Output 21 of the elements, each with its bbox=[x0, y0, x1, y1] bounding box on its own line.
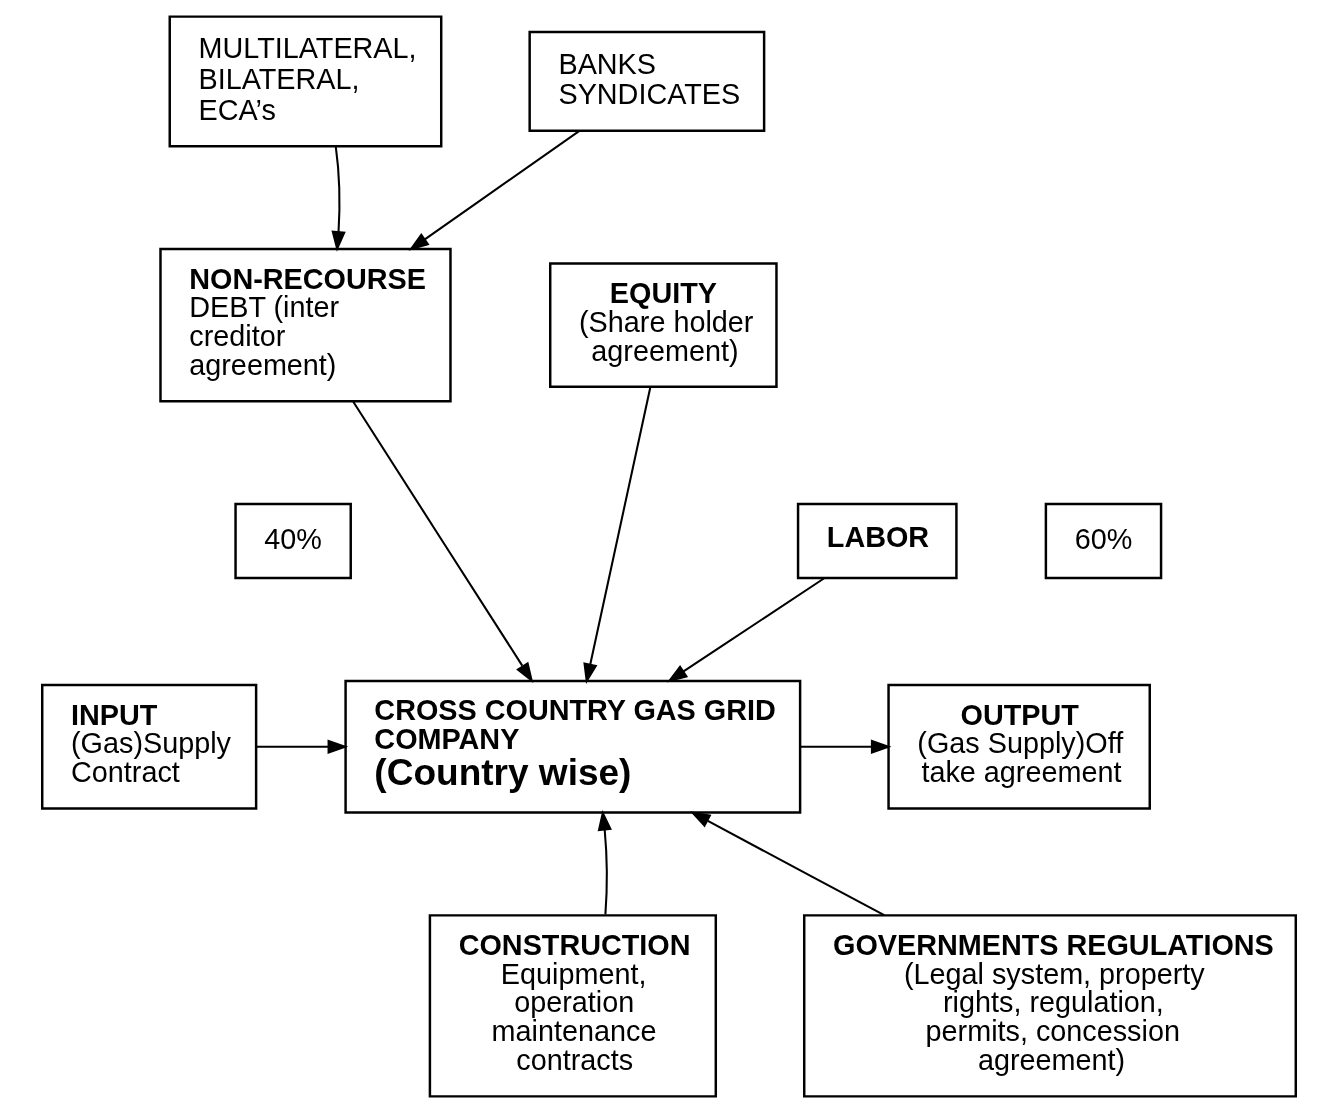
arrow bbox=[330, 146, 346, 252]
node-box: OUTPUT (Gas Supply)Off take agreement bbox=[886, 683, 1151, 810]
node-box: NON-RECOURSE DEBT (inter creditor agreement) bbox=[158, 247, 452, 403]
arrow bbox=[351, 401, 533, 683]
node-box: CROSS COUNTRY GAS GRID COMPANY (Country wise) bbox=[343, 679, 801, 814]
node-box: EQUITY (Share holder agreement) bbox=[548, 262, 778, 389]
node-box: CONSTRUCTION Equipment, operation maintenance contracts bbox=[428, 914, 717, 1098]
node-box: MULTILATERAL, BILATERAL, ECA’s bbox=[168, 15, 442, 148]
node-box: BANKS SYNDICATES bbox=[527, 30, 765, 132]
arrow bbox=[408, 129, 580, 251]
node-box: LABOR bbox=[796, 502, 958, 580]
node-box: GOVERNMENTS REGULATIONS (Legal system, property rights, regulation, permits, concession agreement) bbox=[802, 914, 1297, 1098]
arrow bbox=[256, 739, 348, 754]
node-box: INPUT (Gas)Supply Contract bbox=[40, 683, 257, 810]
node-box: 40% bbox=[233, 502, 352, 580]
node-box: 60% bbox=[1044, 502, 1162, 580]
arrow bbox=[666, 577, 825, 683]
arrow bbox=[582, 386, 651, 684]
arrow bbox=[689, 811, 885, 917]
arrow bbox=[799, 739, 891, 754]
arrow bbox=[597, 810, 612, 915]
